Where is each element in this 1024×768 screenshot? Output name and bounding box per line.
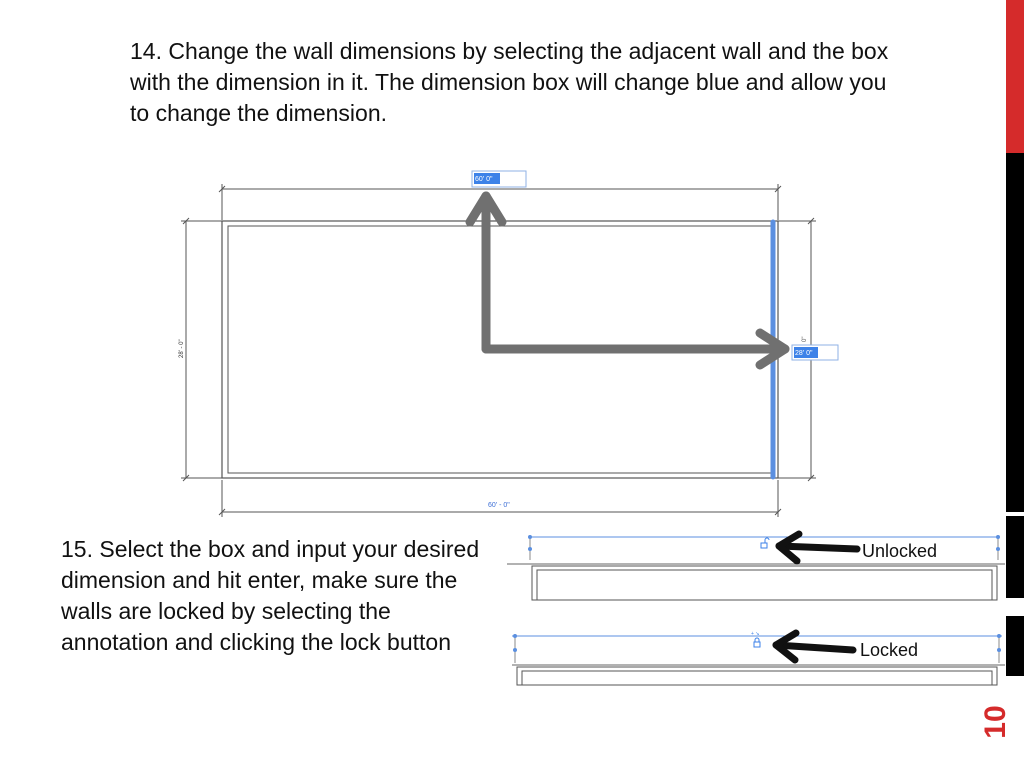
step-15-instruction: 15. Select the box and input your desire… bbox=[61, 536, 480, 655]
page-number: 10 bbox=[979, 705, 1012, 739]
unlocked-wall-snippet bbox=[507, 530, 1005, 601]
unlocked-lock-icon[interactable] bbox=[760, 537, 770, 549]
locked-lock-icon[interactable] bbox=[753, 637, 761, 648]
unlocked-label: Unlocked bbox=[862, 541, 938, 561]
left-dimension-line bbox=[181, 217, 222, 482]
right-dimension-highlight bbox=[794, 347, 818, 358]
top-dimension-highlight bbox=[474, 173, 500, 184]
wall-grip[interactable] bbox=[770, 474, 776, 480]
top-dimension-value[interactable]: 60' 0" bbox=[475, 176, 493, 183]
unlocked-callout-arrow bbox=[775, 530, 861, 565]
right-dimension-value[interactable]: 28' 0" bbox=[795, 350, 813, 357]
guide-arrow-up bbox=[465, 191, 507, 354]
guide-arrow-right bbox=[481, 328, 790, 370]
bottom-dimension-line bbox=[218, 480, 782, 517]
wall-grip[interactable] bbox=[770, 219, 776, 225]
top-dimension-line bbox=[218, 184, 782, 220]
right-edge-bar bbox=[1006, 0, 1024, 768]
step-14-instruction: 14. Change the wall dimensions by select… bbox=[130, 38, 889, 126]
right-edge-gap bbox=[1006, 512, 1024, 516]
right-vertical-label: 0" bbox=[802, 337, 808, 342]
right-edge-red-segment bbox=[1006, 0, 1024, 153]
locked-label: Locked bbox=[860, 640, 919, 660]
locked-callout-arrow bbox=[772, 629, 857, 664]
locked-dimension-tag: + ↘ bbox=[751, 631, 760, 637]
bottom-dimension-label: 60' - 0" bbox=[488, 502, 510, 509]
right-edge-gap bbox=[1006, 676, 1024, 768]
right-edge-gap bbox=[1006, 598, 1024, 616]
floor-plan-diagram: 60' 0" 28' 0" 0" 60' - 0" 28' - 0" bbox=[179, 170, 839, 517]
locked-wall-snippet: + ↘ bbox=[512, 629, 1005, 686]
left-dimension-label: 28' - 0" bbox=[179, 339, 185, 358]
